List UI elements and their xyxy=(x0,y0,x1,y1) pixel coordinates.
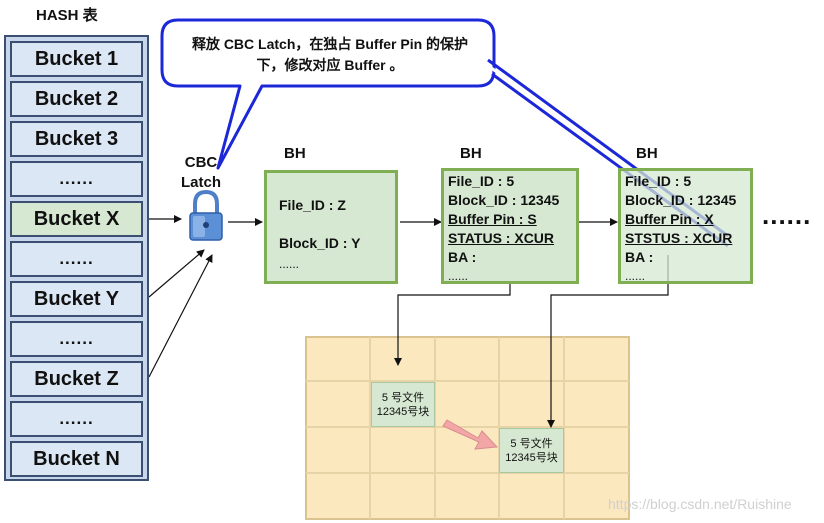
bh-2-title: BH xyxy=(460,145,482,162)
bh-2-file-id: File_ID : 5 xyxy=(448,173,515,189)
hash-table: Bucket 1 Bucket 2 Bucket 3 ...... Bucket… xyxy=(4,35,149,481)
bh-1-file-id: File_ID : Z xyxy=(279,197,346,213)
cbc-latch-label: CBC Latch xyxy=(176,153,226,193)
block-move-arrow xyxy=(442,419,499,450)
callout-line-2: 下，修改对应 Buffer 。 xyxy=(256,57,404,73)
bh-2-status: STATUS : XCUR xyxy=(448,230,555,246)
bh-2-block-id: Block_ID : 12345 xyxy=(448,192,560,208)
buffer-header-1: File_ID : Z Block_ID : Y ...... xyxy=(264,170,398,284)
bh-3-buffer-pin: Buffer Pin : X xyxy=(625,211,714,227)
bh-1-block-id: Block_ID : Y xyxy=(279,235,361,251)
bucket-y: Bucket Y xyxy=(10,281,143,317)
bucket-ellipsis: ...... xyxy=(10,321,143,357)
bucket-1: Bucket 1 xyxy=(10,41,143,77)
bucket-ellipsis: ...... xyxy=(10,241,143,277)
bh-2-buffer-pin: Buffer Pin : S xyxy=(448,211,537,227)
callout-line-1: 释放 CBC Latch，在独占 Buffer Pin 的保护 xyxy=(191,36,469,52)
lock-icon xyxy=(189,189,223,241)
buffer-header-3: File_ID : 5 Block_ID : 12345 Buffer Pin … xyxy=(618,168,753,284)
bh-3-block-id: Block_ID : 12345 xyxy=(625,192,737,208)
bh-3-file-id: File_ID : 5 xyxy=(625,173,692,189)
bh-2-ellipsis: ...... xyxy=(448,269,469,283)
data-block-block-label: 12345号块 xyxy=(505,451,558,464)
data-block-target: 5 号文件 12345号块 xyxy=(499,428,564,473)
bucket-ellipsis: ...... xyxy=(10,401,143,437)
bucket-x: Bucket X xyxy=(10,201,143,237)
bucket-2: Bucket 2 xyxy=(10,81,143,117)
bh-3-status: STSTUS : XCUR xyxy=(625,230,733,246)
data-block-original: 5 号文件 12345号块 xyxy=(371,382,435,427)
watermark: https://blog.csdn.net/Ruishine xyxy=(608,496,792,512)
bh-3-title: BH xyxy=(636,145,658,162)
data-block-block-label: 12345号块 xyxy=(376,405,430,418)
bh-1-title: BH xyxy=(284,145,306,162)
bh-2-ba: BA : xyxy=(448,249,477,265)
bh-1-ellipsis: ...... xyxy=(279,257,300,271)
datafile-grid xyxy=(305,336,630,520)
cbc-latch-line-1: CBC xyxy=(184,154,218,171)
bucket-z: Bucket Z xyxy=(10,361,143,397)
callout-bubble xyxy=(160,18,496,170)
bucket-n: Bucket N xyxy=(10,441,143,477)
bh-3-ellipsis: ...... xyxy=(625,269,646,283)
callout-text: 释放 CBC Latch，在独占 Buffer Pin 的保护 下，修改对应 B… xyxy=(160,34,500,76)
data-block-file-label: 5 号文件 xyxy=(510,437,553,450)
bucket-3: Bucket 3 xyxy=(10,121,143,157)
data-block-file-label: 5 号文件 xyxy=(381,391,425,404)
hash-table-title: HASH 表 xyxy=(36,7,98,24)
buffer-header-2: File_ID : 5 Block_ID : 12345 Buffer Pin … xyxy=(441,168,579,284)
more-buffer-headers-ellipsis: ...... xyxy=(762,200,812,230)
cbc-latch-line-2: Latch xyxy=(180,174,221,191)
bucket-ellipsis: ...... xyxy=(10,161,143,197)
bh-3-ba: BA : xyxy=(625,249,654,265)
